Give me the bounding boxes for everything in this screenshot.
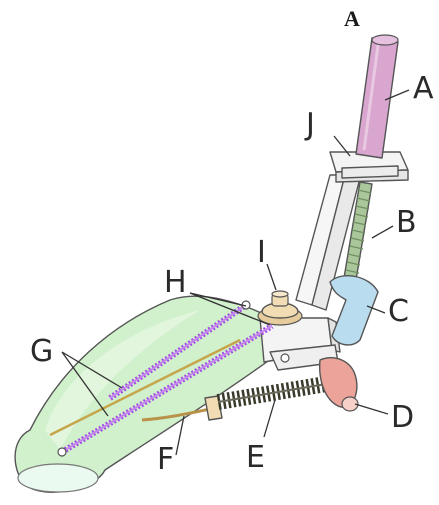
- label-d: D: [391, 400, 414, 435]
- label-b: B: [396, 205, 417, 240]
- label-c: C: [388, 294, 409, 329]
- part-i-knob: [258, 291, 302, 325]
- diagram-title: A: [344, 6, 360, 31]
- label-i: I: [257, 235, 266, 270]
- label-h: H: [164, 265, 187, 300]
- label-f: F: [157, 442, 174, 477]
- part-a-rod: [356, 35, 398, 158]
- label-a: A: [413, 71, 434, 106]
- label-j: J: [304, 107, 315, 142]
- part-d-cam: [320, 358, 358, 411]
- label-g: G: [30, 334, 53, 369]
- label-e: E: [246, 440, 265, 475]
- part-c-bracket: [330, 276, 378, 345]
